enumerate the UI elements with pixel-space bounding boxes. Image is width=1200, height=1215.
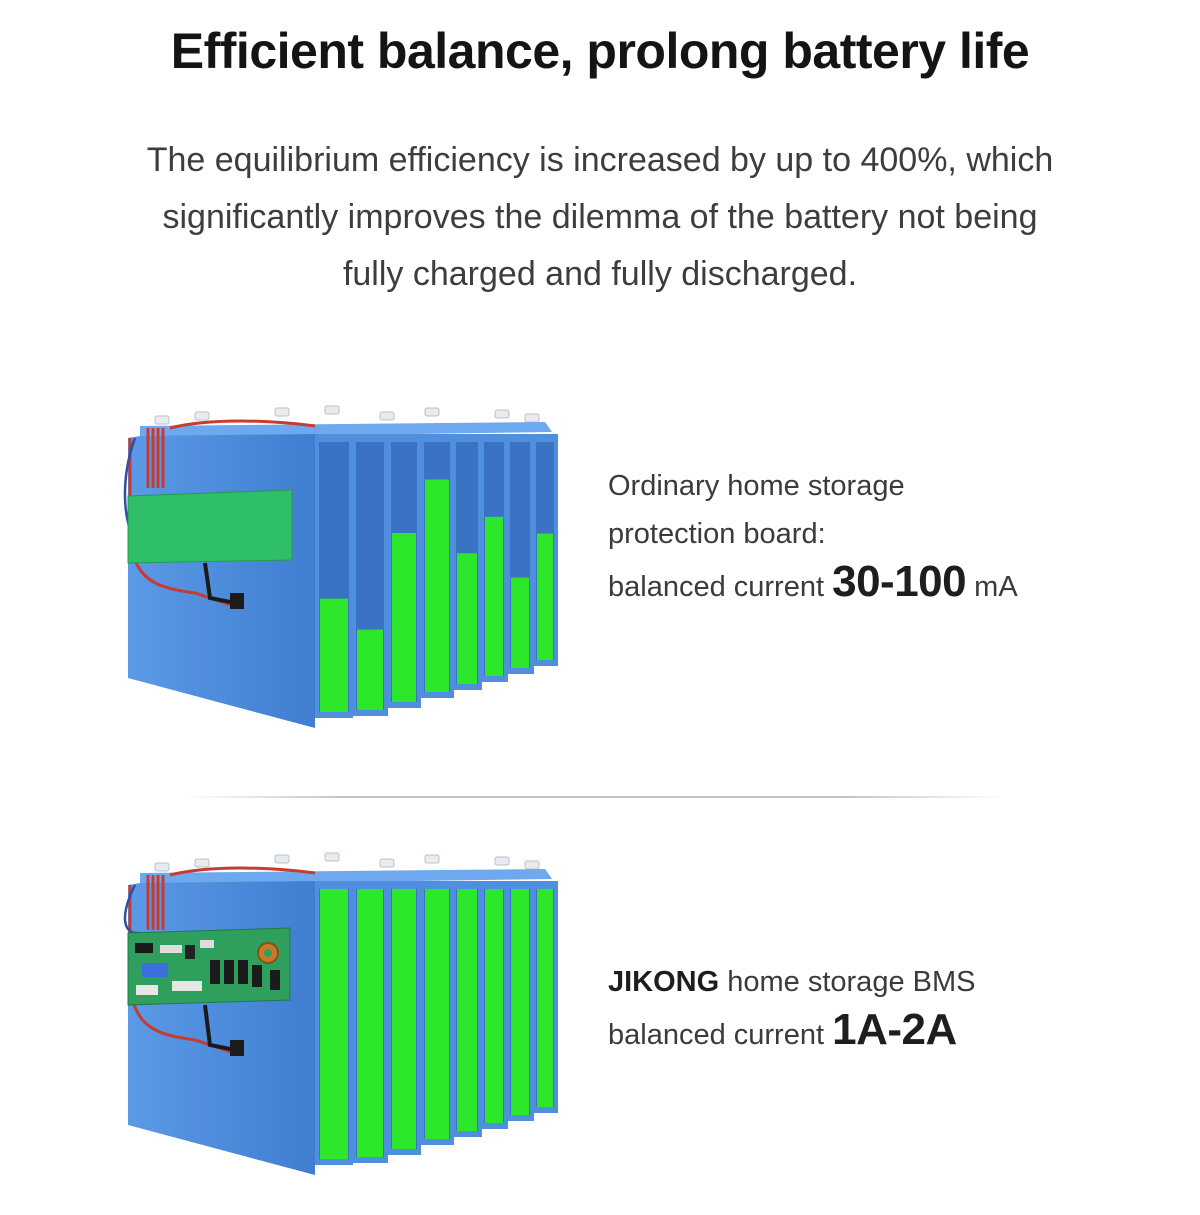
- cell-charge-fill: [320, 889, 348, 1159]
- ordinary-current-value: 30-100: [832, 557, 967, 606]
- cell-charge-fill: [320, 598, 348, 712]
- cell-charge-fill: [392, 889, 416, 1149]
- ordinary-battery-pack-illustration: [100, 398, 580, 768]
- cell-charge-fill: [425, 479, 449, 692]
- cell-charge-fill: [485, 516, 503, 676]
- ordinary-label: Ordinary home storage protection board: …: [608, 462, 1018, 611]
- terminal-caps: [154, 405, 540, 425]
- jikong-battery-pack-illustration: [100, 845, 580, 1215]
- intro-text: The equilibrium efficiency is increased …: [0, 132, 1200, 303]
- ordinary-current-prefix: balanced current: [608, 571, 833, 603]
- cells-group: [315, 881, 558, 1165]
- pack-side: [128, 434, 315, 728]
- cell-charge-fill: [425, 889, 449, 1139]
- jikong-label: JIKONG home storage BMS balanced current…: [608, 958, 975, 1059]
- connector: [230, 1040, 244, 1056]
- pack-side: [128, 881, 315, 1175]
- cell-charge-fill: [537, 533, 553, 660]
- jikong-current-value: 1A-2A: [832, 1005, 957, 1054]
- cell-charge-fill: [457, 553, 477, 684]
- jikong-current-prefix: balanced current: [608, 1019, 833, 1051]
- jikong-line-1: JIKONG home storage BMS: [608, 958, 975, 1006]
- protection-board: [127, 489, 293, 564]
- bms-board: [127, 927, 291, 1006]
- terminal-caps: [154, 852, 540, 872]
- section-divider: [185, 796, 1005, 798]
- headline: Efficient balance, prolong battery life: [170, 23, 1030, 79]
- ordinary-current-unit: mA: [966, 571, 1018, 603]
- connector: [230, 593, 244, 609]
- jikong-current-line: balanced current 1A-2A: [608, 1006, 975, 1059]
- cell-charge-fill: [357, 629, 383, 710]
- cell-charge-fill: [511, 889, 529, 1115]
- pack-top: [140, 422, 552, 438]
- cell-charge-fill: [457, 889, 477, 1131]
- cell-charge-fill: [485, 889, 503, 1123]
- ordinary-line-1: Ordinary home storage: [608, 470, 905, 502]
- intro-line-1: The equilibrium efficiency is increased …: [146, 141, 1054, 179]
- intro-line-2: significantly improves the dilemma of th…: [162, 198, 1038, 236]
- ordinary-current-line: balanced current 30-100 mA: [608, 558, 1018, 611]
- pack-top: [140, 869, 552, 885]
- jikong-brand: JIKONG: [608, 966, 720, 998]
- ordinary-battery-pack-svg: [123, 405, 558, 728]
- cell-charge-fill: [392, 533, 416, 702]
- ordinary-line-2: protection board:: [608, 518, 826, 550]
- cell-charge-fill: [357, 889, 383, 1157]
- jikong-battery-pack-svg: [123, 852, 558, 1175]
- intro-line-3: fully charged and fully discharged.: [342, 255, 858, 293]
- cell-charge-fill: [511, 577, 529, 668]
- cell-charge-fill: [537, 889, 553, 1107]
- cells-group: [315, 434, 558, 718]
- jikong-line-1-rest: home storage BMS: [719, 966, 976, 998]
